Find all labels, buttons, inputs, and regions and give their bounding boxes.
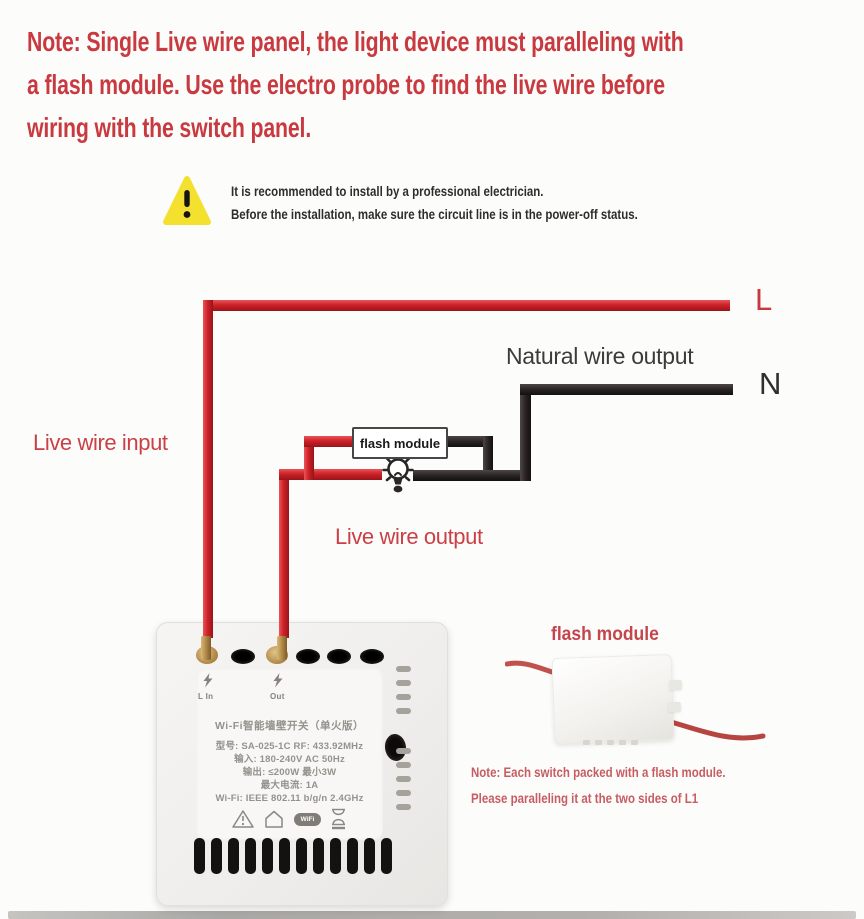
warning-line: Before the installation, make sure the c… (231, 206, 638, 222)
spec-sticker: Wi-Fi智能墙壁开关（单火版） 型号: SA-025-1C RF: 433.9… (196, 668, 383, 840)
neutral-wire-from-flash-module (447, 436, 493, 447)
bottom-edge-bar (8, 911, 856, 919)
hourglass-icon (332, 808, 345, 830)
neutral-wire-branch-vertical (483, 436, 493, 480)
certification-icons-row: WiFi (196, 808, 383, 830)
side-notch (396, 804, 411, 810)
side-notch (396, 776, 411, 782)
light-bulb-icon (382, 452, 414, 493)
flash-module-note-line: Note: Each switch packed with a flash mo… (471, 764, 726, 780)
wire-ferrule (277, 636, 287, 660)
vent-slot (228, 838, 239, 874)
headline-line: wiring with the switch panel. (27, 112, 312, 143)
wire-ferrule (201, 636, 211, 660)
side-notch (396, 680, 411, 686)
live-wire-output-label: Live wire output (335, 524, 483, 549)
flash-module-tab (667, 701, 682, 713)
vent-slot (347, 838, 358, 874)
terminal-label-out: Out (270, 692, 285, 701)
spec-line: 型号: SA-025-1C RF: 433.92MHz (215, 741, 364, 752)
side-notch (396, 708, 411, 714)
caution-triangle-icon (232, 810, 254, 828)
flash-module-body (551, 653, 675, 745)
terminal-label-l-in: L In (198, 692, 214, 701)
side-notch (396, 748, 411, 754)
live-wire-branch-vertical (304, 436, 314, 480)
headline-note: Note: Single Live wire panel, the light … (27, 20, 684, 149)
lightning-bolt-icon (273, 673, 283, 688)
lightning-bolt-icon (203, 673, 213, 688)
flash-module-title: flash module (551, 624, 659, 645)
vent-slot (330, 838, 341, 874)
side-notch (396, 762, 411, 768)
natural-wire-output-label: Natural wire output (506, 343, 694, 369)
side-notch (396, 666, 411, 672)
live-wire-output-vertical (279, 469, 289, 638)
vent-slot (296, 838, 307, 874)
warning-triangle-icon (163, 176, 211, 225)
vent-slot (279, 838, 290, 874)
headline-line: Note: Single Live wire panel, the light … (27, 26, 684, 57)
wifi-logo-text: WiFi (300, 815, 315, 823)
flash-module-pin (619, 740, 626, 745)
vent-slot (211, 838, 222, 874)
terminal-hole (296, 649, 320, 664)
spec-line: 输出: ≤200W 最小3W (242, 767, 337, 778)
flash-module-pin (595, 740, 602, 745)
flash-module-box-label: flash module (359, 435, 441, 451)
headline-line: a flash module. Use the electro probe to… (27, 69, 665, 100)
live-wire-input-vertical (203, 300, 213, 638)
flash-module-note: Note: Each switch packed with a flash mo… (471, 760, 726, 811)
terminal-hole (360, 649, 384, 664)
switch-model-title: Wi-Fi智能墙壁开关（单火版） (214, 720, 365, 732)
side-notch (396, 694, 411, 700)
switch-specs: 型号: SA-025-1C RF: 433.92MHz 输入: 180-240V… (196, 740, 383, 805)
neutral-line-label: N (759, 366, 782, 401)
terminal-hole (327, 649, 351, 664)
wifi-logo-icon: WiFi (294, 812, 321, 826)
spec-line: 输入: 180-240V AC 50Hz (234, 754, 345, 765)
live-wire-input-label: Live wire input (33, 430, 168, 455)
smart-switch-back-panel: Wi-Fi智能墙壁开关（单火版） 型号: SA-025-1C RF: 433.9… (156, 622, 448, 906)
flash-module-note-line: Please paralleling it at the two sides o… (471, 789, 699, 806)
live-line-label: L (755, 282, 773, 317)
warning-text: It is recommended to install by a profes… (231, 181, 638, 226)
side-notch (396, 790, 411, 796)
neutral-wire-from-lamp (413, 470, 531, 481)
live-wire-to-flash-module (304, 436, 353, 447)
vent-slot (194, 838, 205, 874)
flash-module-schematic-box: flash module (352, 427, 448, 459)
vent-slot (262, 838, 273, 874)
live-wire-top-horizontal (203, 300, 730, 311)
flash-module-photo (505, 648, 770, 753)
flash-module-tab (668, 679, 683, 691)
warning-line: It is recommended to install by a profes… (231, 184, 544, 199)
vent-slot (364, 838, 375, 874)
terminal-hole (231, 649, 255, 664)
house-icon (265, 810, 283, 828)
flash-module-pin (631, 740, 638, 745)
vent-slot (313, 838, 324, 874)
neutral-wire-top-horizontal (520, 384, 733, 395)
flash-module-pin (607, 740, 614, 745)
neutral-wire-vertical (520, 384, 531, 481)
vent-slot (381, 838, 392, 874)
spec-line: 最大电流: 1A (260, 780, 319, 791)
flash-module-pin (583, 740, 590, 745)
live-wire-to-lamp (279, 469, 382, 480)
spec-line: Wi-Fi: IEEE 802.11 b/g/n 2.4GHz (215, 793, 364, 804)
vent-slot (245, 838, 256, 874)
